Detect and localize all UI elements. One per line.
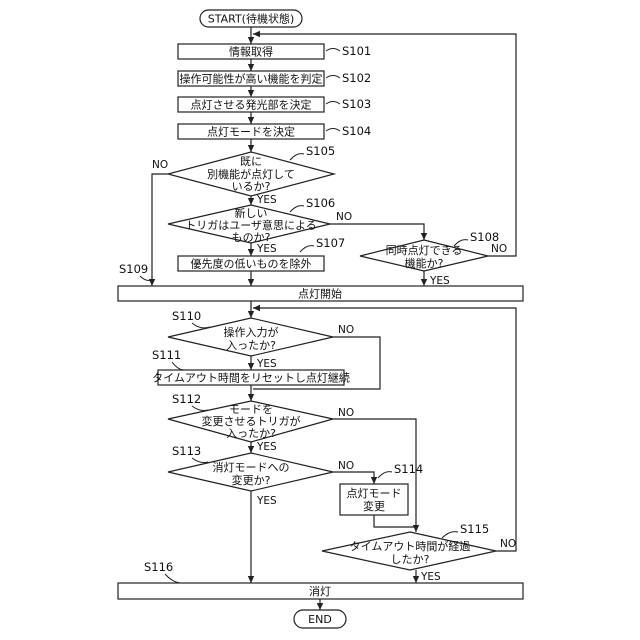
s106-yes-label: YES: [256, 243, 277, 255]
s108-yes-label: YES: [429, 275, 450, 287]
decision-s112-line2: 変更させるトリガが: [202, 414, 301, 428]
decision-s105-line2: 別機能が点灯して: [207, 167, 295, 181]
s112-yes-label: YES: [256, 441, 277, 453]
s113-yes-label: YES: [256, 495, 277, 507]
s112-no-label: NO: [338, 407, 354, 419]
s106-no-label: NO: [336, 211, 352, 223]
label-s101: S101: [342, 44, 371, 58]
s105-yes-label: YES: [256, 194, 277, 206]
decision-s110-line1: 操作入力が: [224, 325, 279, 339]
s108-no-label: NO: [491, 243, 507, 255]
step-s102-text: 操作可能性が高い機能を判定: [180, 72, 323, 86]
step-s103-text: 点灯させる発光部を決定: [191, 98, 312, 112]
label-s110: S110: [172, 309, 201, 323]
decision-s105-line1: 既に: [240, 155, 262, 168]
decision-s115-line2: したか?: [391, 553, 430, 566]
s110-yes-label: YES: [256, 358, 277, 370]
start-label: START(待機状態): [208, 12, 295, 26]
s105-no-label: NO: [152, 159, 168, 171]
s110-no-label: NO: [338, 324, 354, 336]
label-s113: S113: [172, 444, 201, 458]
step-s109-text: 点灯開始: [298, 287, 342, 301]
step-s101-text: 情報取得: [229, 46, 273, 59]
decision-s113-line2: 変更か?: [232, 473, 271, 487]
decision-s106-line1: 新しい: [235, 206, 268, 220]
label-s107: S107: [316, 236, 345, 250]
decision-s112-line3: 入ったか?: [226, 427, 276, 440]
label-s109: S109: [119, 262, 148, 276]
step-s116-text: 消灯: [309, 584, 331, 598]
label-s104: S104: [342, 124, 371, 138]
decision-s108-line2: 機能か?: [405, 256, 444, 270]
decision-s108-line1: 同時点灯できる: [386, 244, 463, 257]
label-s115: S115: [460, 522, 489, 536]
label-s106: S106: [306, 196, 335, 210]
label-s105: S105: [306, 144, 335, 158]
step-s104-text: 点灯モードを決定: [207, 125, 295, 139]
label-s116: S116: [144, 560, 173, 574]
decision-s110-line2: 入ったか?: [226, 339, 276, 352]
step-s111-text: タイムアウト時間をリセットし点灯継続: [152, 371, 350, 385]
label-s111: S111: [152, 348, 181, 362]
s113-no-label: NO: [338, 460, 354, 472]
decision-s113-line1: 消灯モードへの: [213, 460, 290, 474]
s115-yes-label: YES: [420, 571, 441, 583]
step-s114-line2: 変更: [363, 499, 385, 513]
label-s102: S102: [342, 71, 371, 85]
label-s112: S112: [172, 392, 201, 406]
end-label: END: [308, 613, 332, 626]
label-s108: S108: [470, 230, 499, 244]
decision-s115-line1: タイムアウト時間が経過: [350, 539, 471, 553]
label-s114: S114: [394, 462, 423, 476]
step-s107-text: 優先度の低いものを除外: [191, 257, 312, 271]
label-s103: S103: [342, 97, 371, 111]
decision-s106-line2: トリガはユーザ意思による: [185, 218, 316, 232]
decision-s105-line3: いるか?: [232, 180, 271, 193]
step-s114-line1: 点灯モード: [347, 487, 402, 500]
s115-no-label: NO: [500, 538, 516, 550]
